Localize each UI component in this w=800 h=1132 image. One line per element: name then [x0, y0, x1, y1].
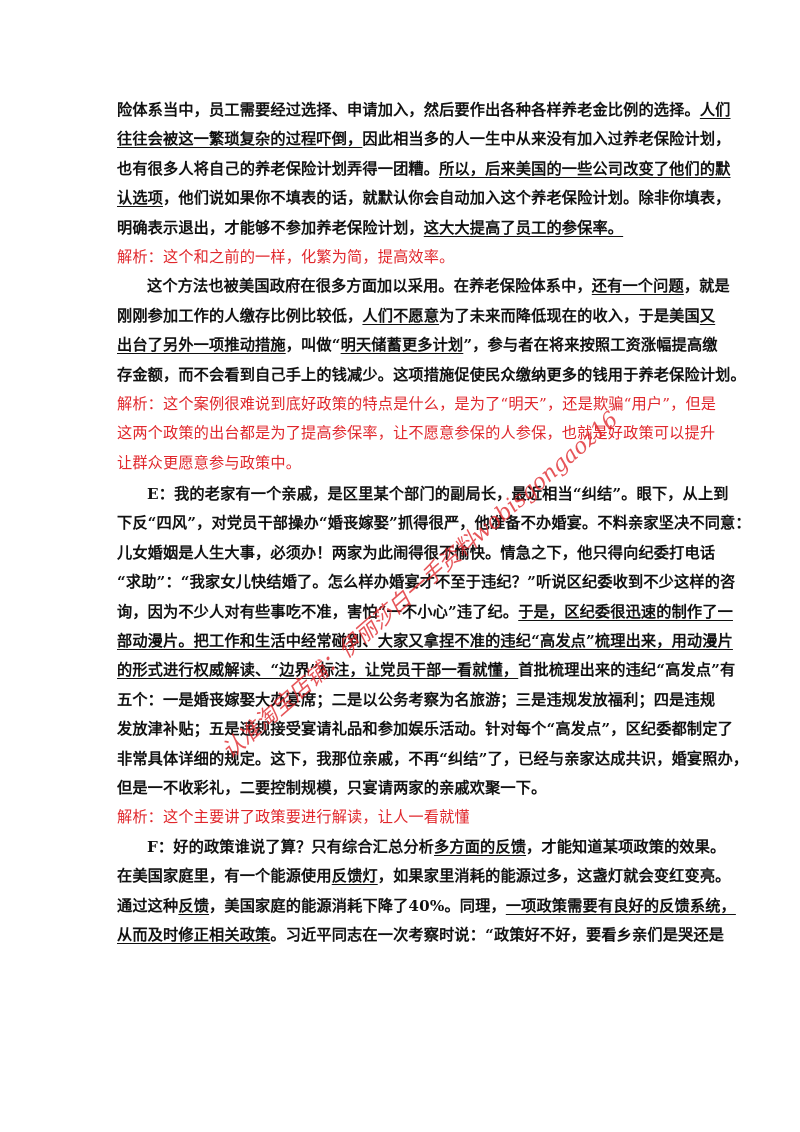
- analysis-line: 让群众更愿意参与政策中。: [117, 449, 685, 478]
- underlined-text: 从而及时修正相关政策: [117, 925, 271, 944]
- body-text-line: 下反“四风”，对党员干部操办“婚丧嫁娶”抓得很严，他准备不办婚宴。不料亲家坚决不…: [117, 509, 751, 538]
- text-segment: 存金额，而不会看到自己手上的钱减少。这项措施促使民众缴纳更多的钱用于养老保险计划…: [117, 365, 746, 384]
- text-segment: 通过这种: [117, 896, 179, 915]
- underlined-text: 又: [699, 306, 716, 325]
- underlined-text: 出台了另外一项推动措施: [117, 336, 286, 355]
- body-text-line: 存金额，而不会看到自己手上的钱减少。这项措施促使民众缴纳更多的钱用于养老保险计划…: [117, 361, 746, 390]
- text-segment: 为了未来而降低现在的收入，于是美国: [439, 306, 700, 325]
- text-segment: 发放津补贴；五是违规接受宴请礼品和参加娱乐活动。针对每个“高发点”，区纪委都制定…: [117, 720, 733, 739]
- body-text-line: F：好的政策谁说了算？只有综合汇总分析多方面的反馈，才能知道某项政策的效果。: [117, 833, 725, 862]
- underlined-text: 反馈灯: [331, 867, 378, 886]
- text-segment: 下反“四风”，对党员干部操办“婚丧嫁娶”抓得很严，他准备不办婚宴。不料亲家坚决不…: [117, 514, 751, 533]
- text-segment: 刚刚参加工作的人缴存比例比较低，: [117, 306, 363, 325]
- body-text-line: 刚刚参加工作的人缴存比例比较低，人们不愿意为了未来而降低现在的收入，于是美国又: [117, 302, 715, 331]
- underlined-text: 这大大提高了员工的参保率。: [423, 218, 624, 237]
- text-segment: 非常具体详细的规定。这下，我那位亲戚，不再“纠结”了，已经与亲家达成共识，婚宴照…: [117, 749, 749, 768]
- text-segment: 险体系当中，员工需要经过选择、申请加入，然后要作出各种各样养老金比例的选择。: [117, 101, 700, 119]
- underlined-text: 认选项: [117, 189, 164, 208]
- body-text-line: 往往会被这一繁琐复杂的过程吓倒，因此相当多的人一生中从来没有加入过养老保险计划，: [117, 125, 730, 154]
- text-segment: 因此相当多的人一生中从来没有加入过养老保险计划，: [362, 130, 731, 149]
- text-segment: ，美国家庭的能源消耗下降了40%。同理，: [209, 896, 506, 915]
- underlined-text: 所以，后来美国的一些公司改变了他们的默: [439, 159, 731, 178]
- text-segment: “求助”：“我家女儿快结婚了。怎么样办婚宴才不至于违纪？”听说区纪委收到不少这样…: [117, 573, 736, 592]
- text-segment: 解析：这个主要讲了政策要进行解读，让人一看就懂: [117, 808, 470, 827]
- text-segment: ，才能知道某项政策的效果。: [526, 837, 726, 856]
- text-segment: 五个：一是婚丧嫁娶大办宴席；二是以公务考察为名旅游；三是违规发放福利；四是违规: [117, 690, 716, 709]
- body-text-line: 部动漫片。把工作和生活中经常碰到、大家又拿捏不准的违纪“高发点”梳理出来，用动漫…: [117, 627, 733, 656]
- text-segment: 也有很多人将自己的养老保险计划弄得一团糟。: [117, 159, 440, 178]
- text-segment: ，他们说如果你不填表的话，就默认你会自动加入这个养老保险计划。除非你填表，: [163, 189, 731, 208]
- text-segment: 首批梳理出来的违纪“高发点”有: [518, 661, 736, 680]
- body-text-line: 的形式进行权威解读、“边界”标注，让党员干部一看就懂，首批梳理出来的违纪“高发点…: [117, 656, 735, 685]
- text-segment: ”，参与者在将来按照工资涨幅提高缴: [463, 336, 718, 355]
- analysis-line: 解析：这个主要讲了政策要进行解读，让人一看就懂: [117, 803, 685, 832]
- text-segment: 让群众更愿意参与政策中。: [117, 453, 302, 472]
- body-text-line: 险体系当中，员工需要经过选择、申请加入，然后要作出各种各样养老金比例的选择。人们: [117, 96, 730, 125]
- body-text-line: 儿女婚姻是人生大事，必须办！两家为此闹得很不愉快。情急之下，他只得向纪委打电话: [117, 539, 715, 568]
- body-text-line: 在美国家庭里，有一个能源使用反馈灯，如果家里消耗的能源过多，这盏灯就会变红变亮。: [117, 862, 730, 891]
- text-segment: 解析：这个和之前的一样，化繁为简，提高效率。: [117, 247, 455, 266]
- body-text-line: “求助”：“我家女儿快结婚了。怎么样办婚宴才不至于违纪？”听说区纪委收到不少这样…: [117, 568, 735, 597]
- text-segment: ，就是: [683, 277, 730, 296]
- body-text-line: 五个：一是婚丧嫁娶大办宴席；二是以公务考察为名旅游；三是违规发放福利；四是违规: [117, 686, 715, 715]
- text-segment: 。习近平同志在一次考察时说：“政策好不好，要看乡亲们是哭还是: [270, 925, 725, 944]
- text-segment: 儿女婚姻是人生大事，必须办！两家为此闹得很不愉快。情急之下，他只得向纪委打电话: [117, 543, 716, 562]
- text-segment: F：好的政策谁说了算？只有综合汇总分析: [147, 837, 435, 856]
- text-segment: ，如果家里消耗的能源过多，这盏灯就会变红变亮。: [377, 867, 731, 886]
- body-text-line: E：我的老家有一个亲戚，是区里某个部门的副局长，最近相当“纠结”。眼下，从上到: [117, 480, 729, 509]
- text-segment: 解析：这个案例很难说到底好政策的特点是什么，是为了“明天”，还是欺骗“用户”，但…: [117, 394, 717, 413]
- text-segment: ，叫做“: [285, 336, 341, 355]
- underlined-text: 多方面的反馈: [434, 837, 527, 856]
- underlined-text: 人们: [699, 101, 731, 119]
- analysis-line: 这两个政策的出台都是为了提高参保率，让不愿意参保的人参保，也就是好政策可以提升: [117, 419, 715, 448]
- body-text-line: 这个方法也被美国政府在很多方面加以采用。在养老保险体系中，还有一个问题，就是: [117, 272, 730, 301]
- text-segment: 明确表示退出，才能够不参加养老保险计划，: [117, 218, 424, 237]
- underlined-text: 于是，区纪委很迅速的制作了一: [518, 602, 733, 621]
- body-text-line: 也有很多人将自己的养老保险计划弄得一团糟。所以，后来美国的一些公司改变了他们的默: [117, 155, 730, 184]
- underlined-text: 反馈: [178, 896, 210, 915]
- body-text-line: 认选项，他们说如果你不填表的话，就默认你会自动加入这个养老保险计划。除非你填表，: [117, 184, 730, 213]
- body-text-line: 发放津补贴；五是违规接受宴请礼品和参加娱乐活动。针对每个“高发点”，区纪委都制定…: [117, 715, 733, 744]
- text-segment: E：我的老家有一个亲戚，是区里某个部门的副局长，最近相当“纠结”。眼下，从上到: [147, 485, 729, 504]
- body-text-line: 明确表示退出，才能够不参加养老保险计划，这大大提高了员工的参保率。: [117, 214, 685, 243]
- text-segment: 这个方法也被美国政府在很多方面加以采用。在养老保险体系中，: [147, 277, 592, 296]
- body-text-line: 但是一不收彩礼，二要控制规模，只宴请两家的亲戚欢聚一下。: [117, 774, 685, 803]
- text-segment: 但是一不收彩礼，二要控制规模，只宴请两家的亲戚欢聚一下。: [117, 778, 547, 797]
- analysis-line: 解析：这个案例很难说到底好政策的特点是什么，是为了“明天”，还是欺骗“用户”，但…: [117, 390, 716, 419]
- underlined-text: 往往会被这一繁琐复杂的过程吓倒，: [117, 130, 363, 149]
- body-text-line: 非常具体详细的规定。这下，我那位亲戚，不再“纠结”了，已经与亲家达成共识，婚宴照…: [117, 745, 748, 774]
- underlined-text: 的形式进行权威解读、“边界”标注，让党员干部一看就懂，: [117, 661, 519, 680]
- body-text-line: 出台了另外一项推动措施，叫做“明天储蓄更多计划”，参与者在将来按照工资涨幅提高缴: [117, 331, 717, 360]
- body-text-line: 询，因为不少人对有些事吃不准，害怕“一不小心”违了纪。于是，区纪委很迅速的制作了…: [117, 598, 733, 627]
- text-segment: 这两个政策的出台都是为了提高参保率，让不愿意参保的人参保，也就是好政策可以提升: [117, 424, 716, 443]
- body-text-line: 通过这种反馈，美国家庭的能源消耗下降了40%。同理，一项政策需要有良好的反馈系统…: [117, 892, 736, 921]
- document-page: 险体系当中，员工需要经过选择、申请加入，然后要作出各种各样养老金比例的选择。人们…: [117, 96, 751, 950]
- body-text-line: 从而及时修正相关政策。习近平同志在一次考察时说：“政策好不好，要看乡亲们是哭还是: [117, 921, 724, 950]
- text-segment: 询，因为不少人对有些事吃不准，害怕“一不小心”违了纪。: [117, 602, 519, 621]
- analysis-line: 解析：这个和之前的一样，化繁为简，提高效率。: [117, 243, 685, 272]
- underlined-text: 一项政策需要有良好的反馈系统，: [505, 896, 736, 915]
- underlined-text: 还有一个问题: [591, 277, 684, 296]
- text-segment: 在美国家庭里，有一个能源使用: [117, 867, 332, 886]
- underlined-text: 人们不愿意: [362, 306, 440, 325]
- underlined-text: 部动漫片。把工作和生活中经常碰到、大家又拿捏不准的违纪“高发点”梳理出来，用动漫…: [117, 632, 733, 651]
- underlined-text: 明天储蓄更多计划: [340, 336, 464, 355]
